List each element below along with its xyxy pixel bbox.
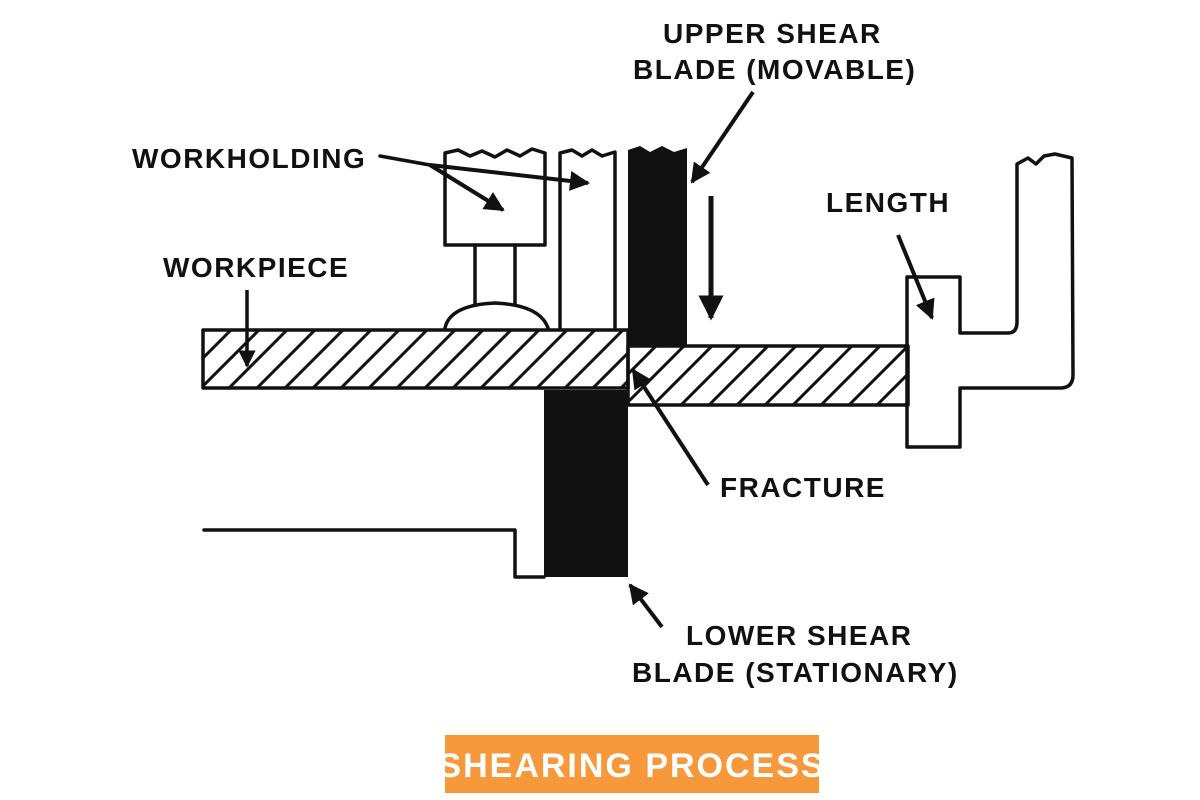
hatch-line — [763, 346, 826, 405]
upper-shear-blade — [628, 146, 687, 345]
workholding-guide — [558, 148, 617, 330]
hatch-line — [933, 346, 992, 405]
hatch-line — [563, 330, 625, 388]
label-lower-blade-1: LOWER SHEAR — [686, 620, 913, 651]
hatch-line — [651, 346, 714, 405]
label-workpiece: WORKPIECE — [163, 252, 349, 283]
hatch-line — [735, 346, 798, 405]
lower-shear-blade — [544, 390, 628, 577]
workholding-clamp — [443, 147, 550, 330]
hatch-line — [479, 330, 541, 388]
hatch-line — [203, 330, 261, 388]
hatch-line — [847, 346, 908, 405]
hatch-line — [679, 346, 742, 405]
hatch-line — [535, 330, 597, 388]
label-upper-blade-2: BLADE (MOVABLE) — [633, 54, 916, 85]
hatch-line — [203, 330, 233, 361]
lower-blade-arrow — [628, 583, 664, 629]
label-lower-blade-2: BLADE (STATIONARY) — [632, 657, 959, 688]
fracture-arrow — [631, 368, 710, 487]
length-arrow — [896, 234, 935, 320]
workholding-arrows — [378, 154, 590, 212]
hatch-line — [628, 346, 658, 377]
hatch-line — [451, 330, 513, 388]
hatch-line — [227, 330, 289, 388]
hatch-line — [591, 350, 628, 388]
hatch-line — [339, 330, 401, 388]
hatch-line — [628, 346, 686, 405]
title-text: SHEARING PROCESS — [438, 747, 825, 785]
hatch-line — [203, 330, 205, 333]
table — [202, 528, 546, 579]
hatch-line — [311, 330, 373, 388]
upper-blade-arrow — [690, 90, 755, 184]
hatch-line — [367, 330, 429, 388]
label-length: LENGTH — [826, 187, 950, 218]
hatch-line — [283, 330, 345, 388]
hatch-line — [791, 346, 854, 405]
cut-off-piece — [626, 344, 992, 407]
length-stop — [905, 152, 1075, 449]
hatch-line — [707, 346, 770, 405]
workpiece — [201, 328, 630, 390]
label-upper-blade-1: UPPER SHEAR — [663, 18, 882, 49]
hatch-line — [903, 399, 908, 405]
label-workholding: WORKHOLDING — [132, 143, 366, 174]
label-fracture: FRACTURE — [720, 472, 886, 503]
hatch-line — [395, 330, 457, 388]
hatch-line — [507, 330, 569, 388]
hatch-line — [255, 330, 317, 388]
title-banner: SHEARING PROCESS — [438, 735, 825, 793]
hatch-line — [819, 346, 882, 405]
hatch-line — [423, 330, 485, 388]
